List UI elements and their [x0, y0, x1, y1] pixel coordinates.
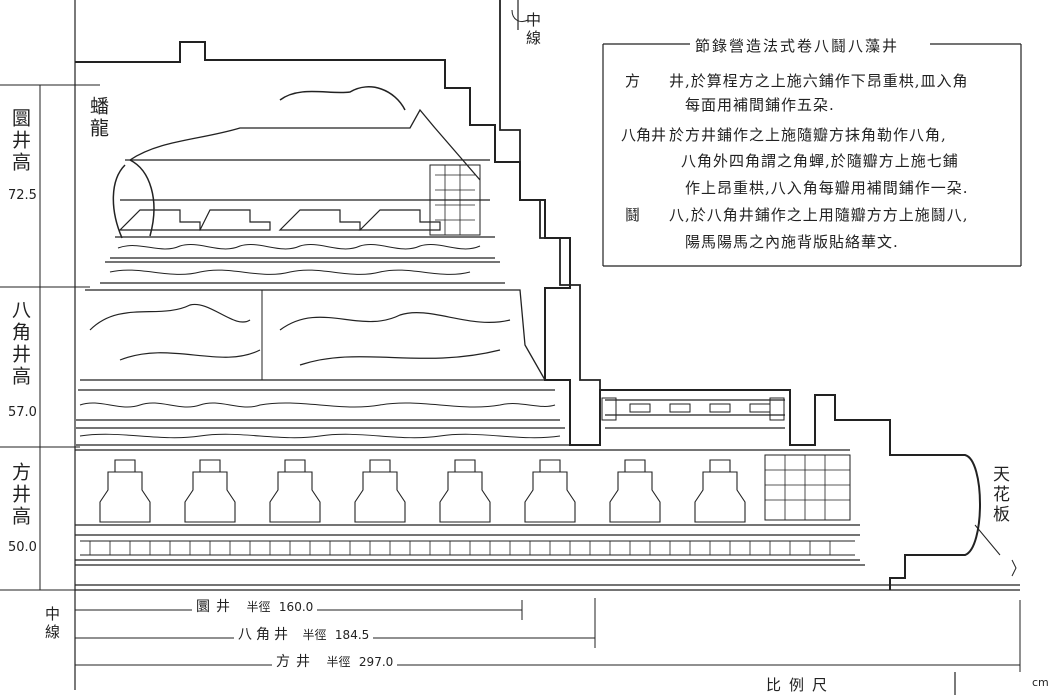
octagonal-well-height-label: 八角井高: [9, 300, 31, 388]
round-well-height-label: 圜井高: [9, 108, 31, 174]
square-well-radius-name: 方井: [276, 654, 316, 670]
note-line: 於方井鋪作之上施隨瓣方抹角勒作八角,: [669, 126, 947, 144]
note-line: 陽馬陽馬之內施背版貼絡華文.: [685, 233, 899, 251]
octagonal-well-height-value: 57.0: [8, 405, 37, 420]
octagonal-well-radius-label: 半徑: [302, 628, 327, 642]
note-line: 井,於算桯方之上施六鋪作下昂重栱,皿入角: [669, 72, 969, 90]
center-line-bottom-label: 中線: [43, 606, 61, 642]
square-well-tier: [75, 449, 1020, 591]
octagonal-well-radius-value: 184.5: [334, 628, 370, 642]
round-well-radius-value: 160.0: [278, 600, 314, 614]
note-box: 節錄營造法式卷八鬪八藻井 方 井,於算桯方之上施六鋪作下昂重栱,皿入角 每面用補…: [603, 24, 1021, 266]
note-item-label: 方: [625, 72, 641, 90]
note-item-label: 八角井: [621, 126, 667, 144]
octagonal-well-radius-name: 八角井: [238, 627, 292, 643]
round-well-radius: 圜井 半徑 160.0: [192, 596, 318, 616]
round-well-tier: [100, 86, 505, 284]
square-well-radius: 方井 半徑 297.0: [272, 651, 398, 671]
octagonal-bracket-detail: [601, 397, 785, 429]
upper-step-line: [499, 0, 601, 445]
square-well-height-label: 方井高: [9, 462, 31, 528]
height-dimension-lines: [0, 84, 100, 591]
note-line: 作上昂重栱,八入角每瓣用補間鋪作一朶.: [685, 179, 969, 197]
square-well-radius-value: 297.0: [358, 655, 394, 669]
ceiling-label: 天花板: [989, 465, 1009, 525]
dragon-label: 蟠龍: [87, 96, 109, 140]
center-line-top-label: 中線: [524, 12, 542, 48]
note-title: 節錄營造法式卷八鬪八藻井: [695, 37, 900, 55]
square-well-height-value: 50.0: [8, 540, 37, 555]
note-line: 八角外四角謂之角蟬,於隨瓣方上施七鋪: [681, 152, 959, 170]
round-well-height-value: 72.5: [8, 188, 37, 203]
unit-label: cm: [1032, 676, 1049, 689]
note-item-label: 鬪: [625, 206, 641, 224]
note-line: 八,於八角井鋪作之上用隨瓣方方上施鬪八,: [669, 206, 969, 224]
note-line: 每面用補間鋪作五朶.: [685, 96, 835, 114]
octagonal-well-tier: [76, 289, 570, 446]
round-well-radius-label: 半徑: [246, 600, 271, 614]
outer-outline: [75, 41, 981, 590]
square-well-radius-label: 半徑: [326, 655, 351, 669]
round-well-radius-name: 圜井: [196, 599, 236, 615]
ceiling-pointer: [974, 524, 1001, 556]
octagonal-well-radius: 八角井 半徑 184.5: [234, 624, 374, 644]
scale-label: 比例尺: [766, 676, 836, 694]
